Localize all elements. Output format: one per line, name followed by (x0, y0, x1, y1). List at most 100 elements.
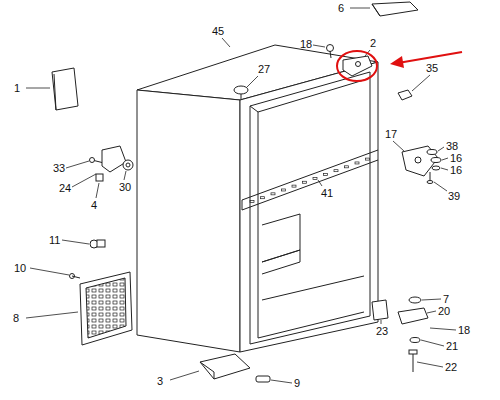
part-illustration (343, 56, 372, 76)
callout-number: 23 (376, 325, 388, 338)
leader-line (62, 240, 89, 244)
callout-number: 16 (450, 164, 462, 177)
part-illustration (54, 74, 56, 110)
leader-line (417, 362, 443, 367)
callout-number: 45 (212, 25, 224, 38)
callout-number: 3 (157, 375, 163, 388)
divider-bar-holes (366, 158, 370, 160)
divider-bar-holes (261, 197, 265, 199)
callout-number: 11 (49, 234, 60, 247)
part-illustration (90, 158, 95, 163)
part-illustration (431, 158, 441, 163)
callout-number: 38 (446, 140, 458, 153)
leader-line (170, 371, 199, 380)
callout-number: 35 (426, 62, 438, 75)
part-illustration (427, 150, 437, 155)
cabinet-outline (258, 80, 364, 112)
cabinet-outline (262, 214, 300, 262)
leader-line (434, 182, 447, 191)
leader-line (442, 158, 448, 160)
leader-line (393, 141, 404, 151)
leader-line (26, 8, 456, 383)
divider-bar-holes (282, 189, 286, 191)
leader-line (318, 180, 322, 186)
part-illustration (200, 354, 250, 379)
divider-bar-holes (345, 166, 349, 168)
part-illustration (234, 86, 248, 94)
part-illustration (432, 166, 440, 170)
leader-line (222, 38, 230, 47)
leader-line (271, 380, 292, 383)
leader-line (350, 8, 370, 9)
part-illustration (200, 362, 214, 372)
part-illustration (126, 163, 130, 167)
divider-bar-holes (271, 193, 275, 195)
leader-line (96, 183, 99, 198)
cabinet-outline (242, 150, 378, 200)
callout-number: 30 (119, 181, 131, 194)
leader-line (427, 311, 436, 313)
part-illustration (327, 45, 334, 52)
leader-line (441, 168, 448, 170)
cabinet-outline (258, 312, 364, 338)
leader-line (438, 147, 444, 151)
cabinet-outline (137, 90, 240, 352)
callout-number: 27 (258, 63, 270, 76)
part-illustration (80, 272, 132, 345)
divider-bar-holes (292, 185, 296, 187)
callout-number: 4 (91, 199, 97, 212)
callout-number: 20 (438, 305, 450, 318)
part-illustration (72, 276, 80, 278)
part-illustration (214, 372, 215, 379)
cabinet-outline (250, 72, 370, 344)
callout-number: 10 (14, 262, 26, 275)
part-illustration (409, 350, 417, 354)
part-illustration (102, 146, 126, 172)
highlight-mark (337, 51, 462, 81)
divider-bar-holes (313, 177, 317, 179)
highlight-mark (390, 56, 404, 68)
cabinet-outline (262, 276, 364, 300)
part-illustration (330, 51, 331, 58)
cabinet-outline (242, 160, 378, 210)
callout-number: 18 (300, 38, 312, 51)
divider-bar-holes (250, 201, 254, 203)
cabinet-outline (242, 200, 243, 210)
callout-number: 6 (338, 2, 344, 15)
part-illustration (409, 297, 421, 303)
part-illustration (241, 94, 242, 99)
part-illustration (52, 68, 78, 110)
part-illustration (356, 62, 361, 67)
leader-line (430, 328, 456, 330)
callout-number: 17 (385, 128, 397, 141)
leader-line (66, 161, 89, 168)
leader-line (124, 171, 126, 180)
cabinet-outline (258, 112, 259, 338)
part-illustration (398, 90, 412, 100)
part-illustration (372, 4, 380, 16)
divider-bar-holes (324, 174, 328, 176)
callout-number: 24 (59, 182, 71, 195)
part-illustration (96, 174, 103, 181)
divider-bar-holes (250, 158, 370, 202)
part-illustration (398, 308, 428, 324)
cabinet-outline (137, 45, 378, 352)
leader-line (247, 76, 258, 87)
leader-line (26, 312, 78, 318)
leader-line (313, 45, 325, 47)
leader-line (381, 320, 382, 324)
highlight-mark (398, 52, 462, 63)
part-illustration (410, 338, 420, 343)
callout-number: 7 (443, 293, 449, 306)
leader-line (72, 174, 96, 187)
part-illustration (123, 160, 133, 170)
part-illustration (97, 240, 105, 247)
part-illustration (372, 2, 418, 16)
callout-number: 41 (321, 187, 333, 200)
cabinet-outline (250, 106, 258, 112)
callout-number: 21 (446, 340, 458, 353)
leader-line (30, 268, 69, 275)
callout-number: 9 (294, 377, 300, 390)
